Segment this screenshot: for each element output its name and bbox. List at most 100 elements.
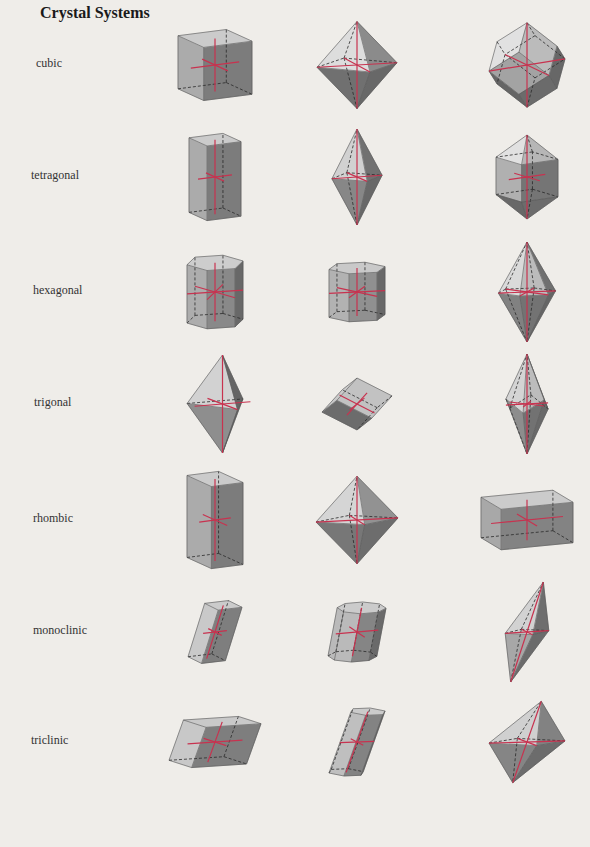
hidden-edge (535, 36, 565, 59)
hidden-edge (521, 582, 543, 629)
crystal-edge (202, 610, 219, 663)
crystal-edge (380, 604, 386, 608)
crystal-edge (369, 656, 377, 660)
crystal-edge (322, 400, 337, 412)
crystal-axis (214, 263, 215, 321)
crystal-edge (207, 269, 235, 271)
crystal-drawing (187, 471, 243, 568)
hidden-edge (353, 650, 370, 652)
crystal-edge (329, 317, 349, 321)
row-label: hexagonal (33, 283, 82, 298)
crystal-edge (349, 320, 377, 321)
crystal-edge (337, 604, 345, 608)
crystal-edge (361, 612, 379, 614)
crystal-edge (543, 582, 548, 631)
hidden-edge (178, 83, 226, 89)
crystal-edge (223, 255, 243, 261)
crystal-edge (329, 269, 349, 273)
crystal-edge (351, 709, 353, 713)
crystal-axis (514, 173, 540, 181)
crystal-edge (187, 265, 207, 271)
crystal-edge (365, 262, 385, 266)
crystal-axis (346, 712, 368, 773)
crystal-edge (188, 603, 205, 656)
hidden-edge (187, 553, 219, 557)
crystal-edge (205, 601, 229, 604)
crystal-edge (363, 602, 380, 604)
crystal-face (169, 720, 206, 768)
crystal-edge (357, 418, 372, 430)
hidden-edge (226, 83, 252, 95)
crystal-edge (211, 487, 212, 569)
crystal-drawing (505, 582, 549, 682)
crystal-edge (496, 157, 522, 165)
hidden-edge (377, 396, 392, 408)
crystal-edge (498, 293, 527, 342)
crystal-face (329, 269, 349, 321)
crystal-edge (505, 633, 510, 682)
crystal-edge (527, 409, 548, 454)
hidden-edge (212, 654, 226, 661)
crystal-edge (317, 67, 357, 108)
crystal-face (496, 157, 522, 202)
crystal-edge (189, 138, 207, 146)
hidden-edge (329, 312, 337, 318)
crystal-edge (557, 46, 565, 59)
crystal-edge (527, 197, 558, 219)
hidden-edge (344, 22, 357, 59)
crystal-edge (496, 135, 527, 157)
crystal-edge (527, 135, 558, 159)
crystal-edge (377, 608, 386, 656)
crystal-edge (357, 476, 398, 518)
crystal-edge (334, 612, 343, 660)
crystal-edge (247, 724, 261, 764)
crystal-edge (357, 72, 370, 109)
crystal-edge (372, 396, 392, 418)
crystal-edge (187, 475, 211, 486)
row-label: triclinic (31, 733, 68, 748)
crystal-edge (202, 661, 226, 664)
hidden-edge (357, 408, 377, 430)
crystal-face (537, 701, 565, 745)
crystal-edge (235, 261, 243, 269)
crystal-edge (344, 715, 366, 776)
crystal-edge (219, 471, 243, 482)
crystal-axis (349, 627, 364, 637)
crystal-edge (192, 727, 206, 767)
crystal-edge (489, 71, 497, 84)
crystal-edge (241, 142, 242, 217)
crystal-edge (519, 94, 527, 107)
crystal-edge (342, 378, 357, 390)
crystal-edge (497, 23, 527, 42)
hidden-edge (337, 310, 365, 311)
crystal-edge (317, 22, 357, 68)
crystal-edge (205, 603, 219, 610)
row-label: rhombic (33, 511, 73, 526)
crystal-edge (378, 608, 386, 612)
hidden-edge (349, 476, 357, 515)
crystal-edge (481, 497, 501, 509)
crystal-edge (527, 23, 557, 46)
crystal-face (329, 712, 366, 776)
crystal-edge (344, 775, 361, 777)
crystal-axis (356, 268, 357, 316)
crystal-axis (511, 582, 544, 682)
crystal-edge (169, 760, 192, 767)
crystal-edge (513, 746, 537, 783)
crystal-drawing (322, 378, 392, 430)
crystal-edge (189, 138, 190, 213)
crystal-edge (223, 133, 241, 141)
crystal-edge (316, 522, 357, 564)
crystal-edge (207, 146, 208, 221)
hidden-edge (506, 288, 535, 289)
crystal-edge (187, 323, 207, 329)
hidden-edge (370, 652, 376, 656)
crystal-face (501, 502, 573, 550)
crystal-edge (351, 712, 366, 715)
crystal-face (337, 378, 392, 418)
crystal-edge (223, 355, 243, 399)
crystal-edge (178, 30, 226, 36)
crystal-face (349, 272, 377, 321)
crystal-edge (357, 378, 392, 396)
crystal-edge (357, 181, 367, 225)
